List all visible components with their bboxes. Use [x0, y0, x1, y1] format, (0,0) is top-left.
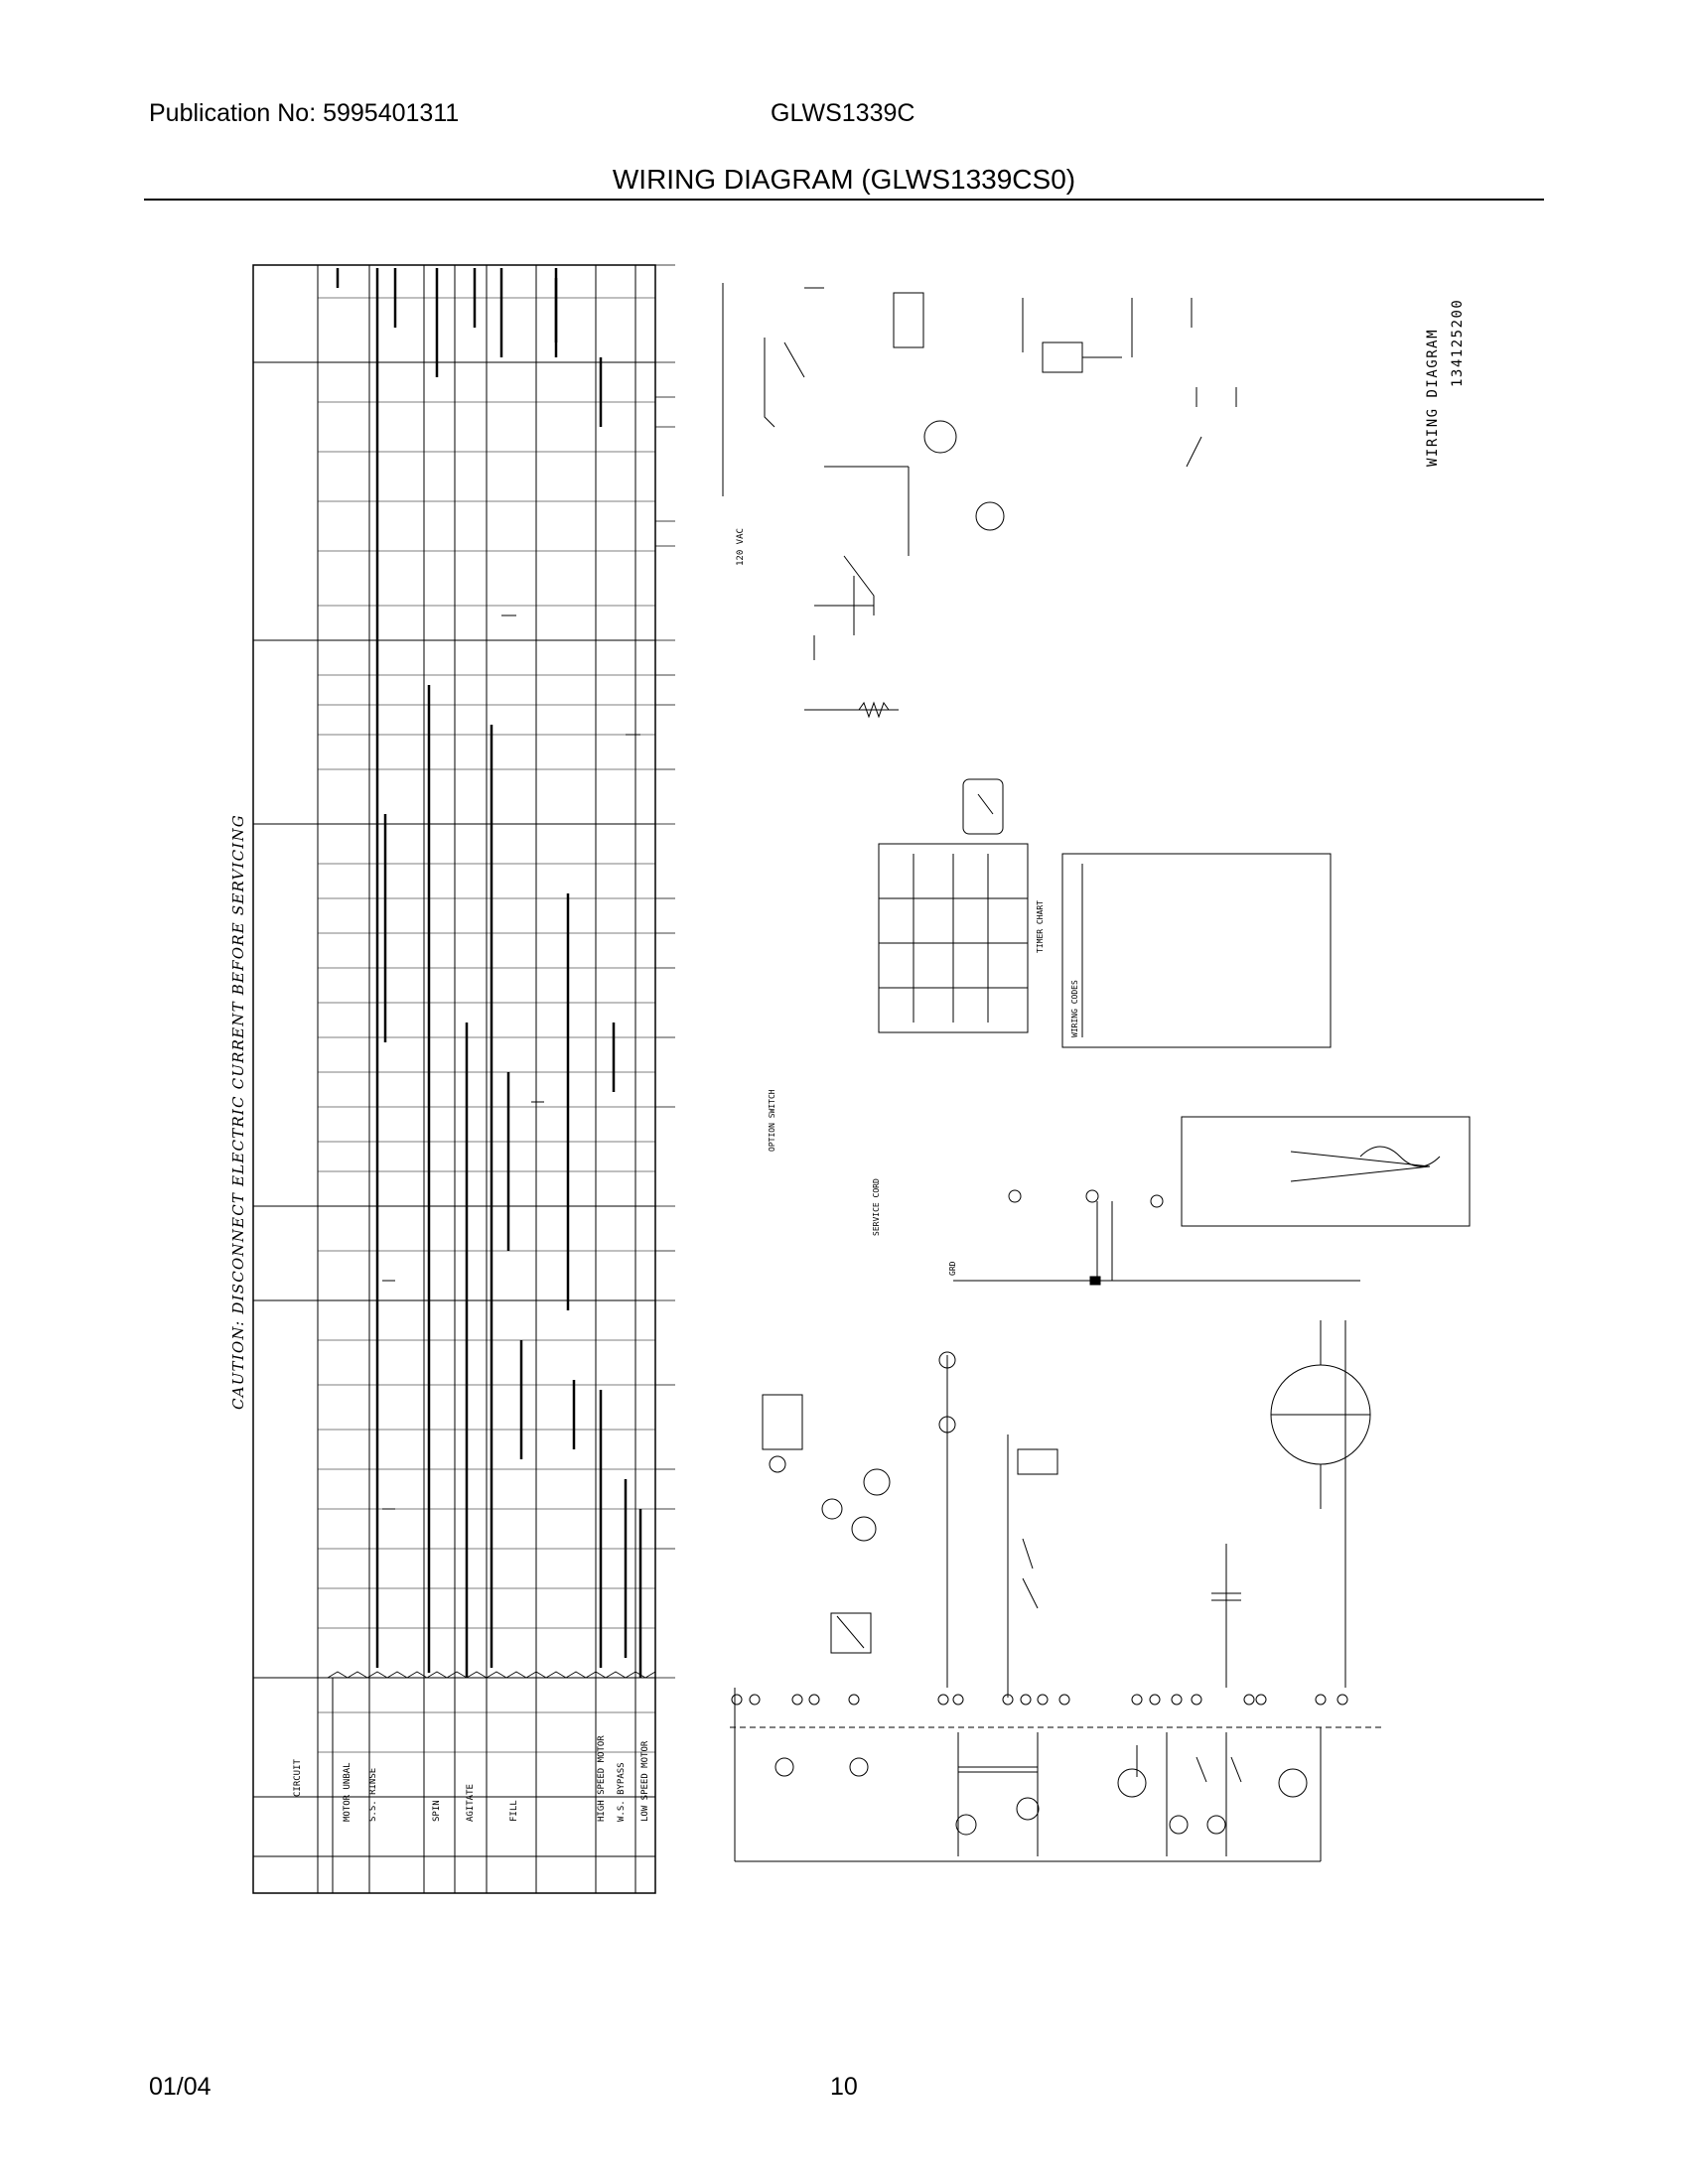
option-switch-label: OPTION SWITCH — [768, 1089, 776, 1152]
schematic — [722, 283, 1471, 1862]
circuit-label: W.S. BYPASS — [617, 1762, 627, 1822]
part-number: 134125200 — [1450, 299, 1466, 387]
title-rule — [144, 199, 1544, 201]
circuit-label: HIGH SPEED MOTOR — [597, 1735, 607, 1822]
circuit-header: CIRCUIT — [293, 1758, 303, 1797]
circuit-label: FILL — [509, 1800, 519, 1822]
wiring-codes-label: WIRING CODES — [1070, 980, 1079, 1037]
ground-label: GRD — [948, 1261, 957, 1276]
circuit-label: MOTOR UNBAL — [343, 1762, 352, 1822]
page-number: 10 — [830, 2073, 858, 2101]
caution-text: CAUTION: DISCONNECT ELECTRIC CURRENT BEF… — [229, 814, 247, 1410]
page-title: WIRING DIAGRAM (GLWS1339CS0) — [612, 164, 1076, 195]
voltage-label: 120 VAC — [736, 528, 746, 566]
timer-chart-label: TIMER CHART — [1036, 900, 1045, 953]
schematic-labels: 120 VAC OPTION SWITCH TIMER CHART WIRING… — [736, 299, 1466, 1276]
diagram-heading: WIRING DIAGRAM — [1425, 329, 1441, 467]
model-number: GLWS1339C — [771, 99, 915, 127]
circuit-label: S.S. RINSE — [368, 1768, 378, 1822]
service-cord-label: SERVICE CORD — [872, 1178, 881, 1236]
circuit-labels: CIRCUIT MOTOR UNBAL S.S. RINSE SPIN AGIT… — [293, 1735, 650, 1822]
footer-date: 01/04 — [149, 2073, 211, 2101]
timer-chart — [252, 264, 675, 1894]
publication-number: Publication No: 5995401311 — [149, 99, 460, 127]
circuit-label: AGITATE — [466, 1784, 476, 1822]
circuit-label: SPIN — [432, 1800, 442, 1822]
circuit-label: LOW SPEED MOTOR — [640, 1740, 650, 1822]
